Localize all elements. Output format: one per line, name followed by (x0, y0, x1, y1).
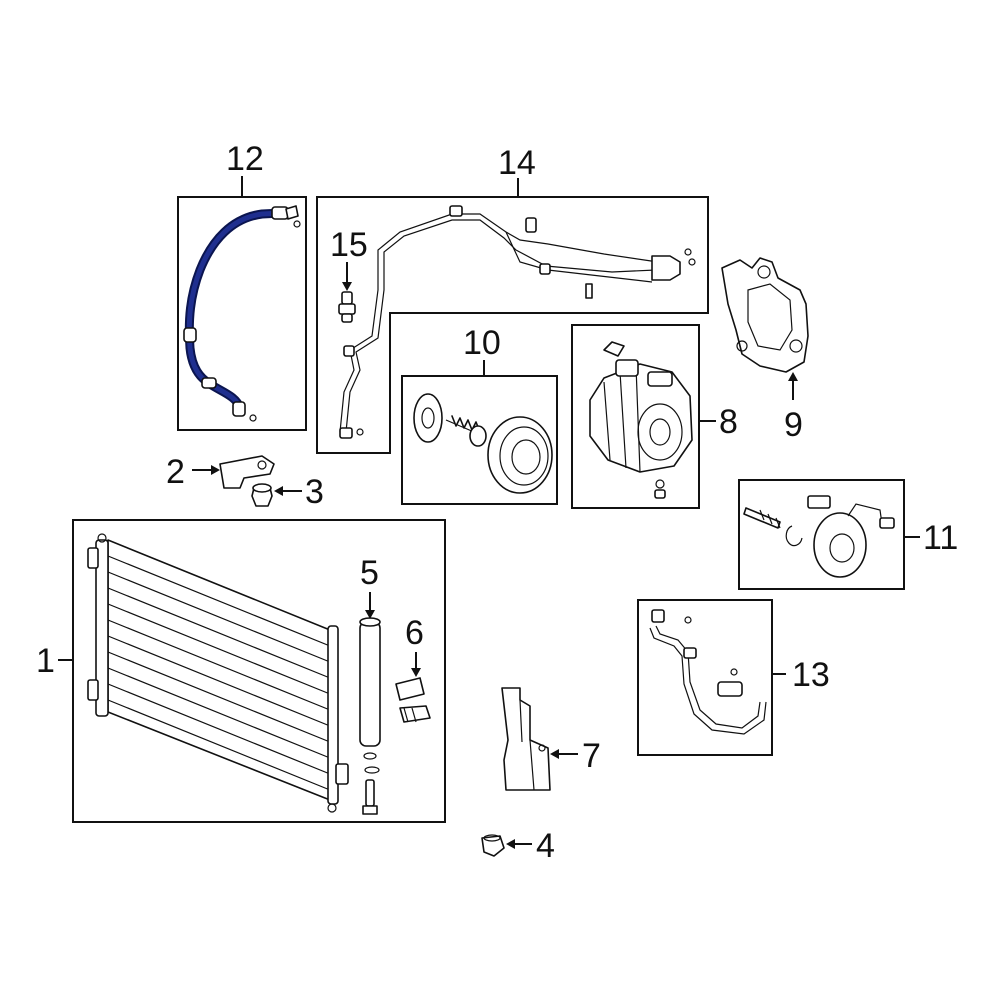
callout-1[interactable]: 1 (36, 642, 55, 680)
callout-4[interactable]: 4 (536, 827, 555, 865)
bracket-part-2[interactable] (219, 455, 275, 489)
nut-part-4[interactable] (481, 834, 505, 857)
receiver-drier-part-5[interactable] (359, 617, 381, 815)
box-1-condenser (72, 519, 446, 823)
callout-2[interactable]: 2 (166, 453, 185, 491)
callout-6[interactable]: 6 (405, 614, 424, 652)
box-14-tube (316, 196, 709, 454)
box-11-clutch-kit (738, 479, 905, 590)
callout-7[interactable]: 7 (582, 737, 601, 775)
callout-14[interactable]: 14 (498, 144, 536, 182)
clutch-kit-part-11[interactable] (743, 495, 895, 578)
discharge-hose-part-12[interactable] (183, 205, 301, 422)
callout-5[interactable]: 5 (360, 554, 379, 592)
box-10-clutch (401, 375, 558, 505)
box-13-hose (637, 599, 773, 756)
callout-9[interactable]: 9 (784, 406, 803, 444)
callout-labels: 12 14 15 10 8 9 2 3 11 1 5 6 13 7 4 (36, 140, 958, 865)
callout-11[interactable]: 11 (923, 519, 958, 557)
box-12-hose (177, 196, 307, 431)
callout-15[interactable]: 15 (330, 226, 368, 264)
support-part-7[interactable] (501, 687, 551, 791)
callout-8[interactable]: 8 (719, 403, 738, 441)
leader-lines (58, 176, 920, 849)
callout-10[interactable]: 10 (463, 324, 501, 362)
clutch-part-10[interactable] (413, 393, 553, 494)
bracket-part-6[interactable] (395, 677, 431, 723)
condenser-part-1[interactable] (87, 533, 349, 813)
callout-12[interactable]: 12 (226, 140, 264, 178)
valve-part-15[interactable] (338, 291, 356, 323)
box-8-compressor (571, 324, 700, 509)
callout-3[interactable]: 3 (305, 473, 324, 511)
compressor-part-8[interactable] (589, 341, 693, 499)
suction-hose-part-13[interactable] (649, 609, 767, 735)
callout-13[interactable]: 13 (792, 656, 830, 694)
tube-part-14[interactable] (339, 205, 696, 439)
grommet-part-3[interactable] (251, 483, 273, 507)
bracket-part-9[interactable] (721, 257, 809, 373)
